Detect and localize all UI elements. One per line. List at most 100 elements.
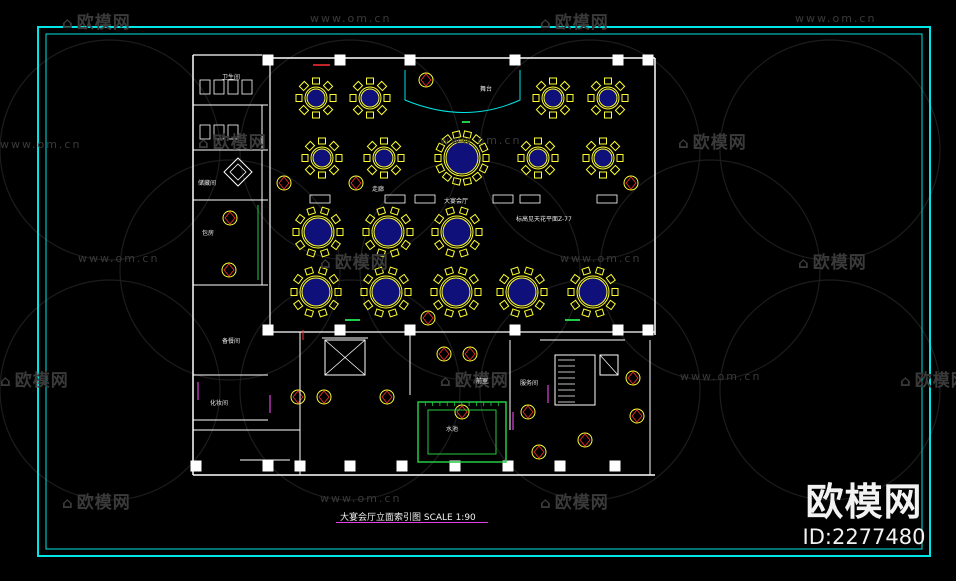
index-marker-arrow (438, 347, 450, 361)
chair (590, 80, 602, 92)
chair (298, 104, 310, 116)
chair (566, 94, 574, 102)
column (509, 324, 521, 336)
chair (469, 213, 480, 225)
chair (582, 154, 590, 162)
column (344, 460, 356, 472)
chair (330, 239, 341, 251)
index-marker-arrow (631, 409, 643, 423)
chair (292, 228, 300, 236)
index-marker (290, 389, 306, 405)
chair (441, 134, 453, 145)
table-edge (304, 86, 328, 110)
index-marker (222, 210, 238, 226)
index-marker-arrow (533, 445, 545, 459)
chair (390, 140, 402, 152)
chair (312, 111, 320, 119)
chair (444, 266, 455, 276)
chair (605, 273, 616, 285)
chair (335, 154, 343, 162)
index-marker (379, 389, 395, 405)
chair (559, 80, 571, 92)
table-edge (369, 275, 403, 309)
index-marker-arrow (522, 405, 534, 419)
chair (365, 213, 376, 225)
chair (366, 164, 378, 176)
pool-inner (427, 409, 497, 455)
chair (318, 137, 326, 145)
chair (366, 140, 378, 152)
chair (304, 164, 316, 176)
chair (594, 266, 605, 276)
chair (389, 206, 400, 216)
chair (540, 288, 548, 296)
chair (535, 80, 547, 92)
chair (604, 111, 612, 119)
chair (295, 213, 306, 225)
round-table (445, 141, 479, 175)
chair (434, 239, 445, 251)
chair (458, 248, 469, 258)
chair (293, 299, 304, 311)
chair (482, 154, 490, 162)
chair (336, 228, 344, 236)
chair (431, 228, 439, 236)
chair (581, 266, 592, 276)
chair (435, 142, 446, 153)
chair (520, 164, 532, 176)
chair (374, 308, 385, 318)
chair (433, 299, 444, 311)
index-marker (436, 346, 452, 362)
index-marker (520, 404, 536, 420)
chair (523, 266, 534, 276)
chair (383, 94, 391, 102)
column (449, 460, 461, 472)
chair (614, 80, 626, 92)
index-marker-arrow (422, 311, 434, 325)
chair (609, 164, 621, 176)
table-edge (505, 275, 539, 309)
column (262, 54, 274, 66)
chair (376, 248, 387, 258)
chair (590, 104, 602, 116)
chair (609, 140, 621, 152)
stair-outline (554, 354, 596, 406)
chair (570, 273, 581, 285)
index-marker-arrow (420, 73, 432, 87)
elevator-shaft (324, 339, 366, 376)
cabinet (414, 194, 436, 204)
table-edge (310, 146, 334, 170)
cabinet (596, 194, 618, 204)
index-marker-arrow (224, 211, 236, 225)
label-entry: 前室 (476, 378, 489, 385)
chair (430, 288, 438, 296)
index-marker (462, 346, 478, 362)
chair (319, 206, 330, 216)
chair (616, 154, 624, 162)
index-marker-arrow (292, 390, 304, 404)
chair (434, 154, 442, 162)
chair (318, 171, 326, 179)
round-table (360, 88, 380, 108)
chair (585, 140, 597, 152)
chair (376, 80, 388, 92)
index-marker (623, 175, 639, 191)
chair (380, 137, 388, 145)
chair (535, 104, 547, 116)
label-stage: 舞台 (480, 86, 493, 93)
chair (360, 288, 368, 296)
index-marker-arrow (579, 433, 591, 447)
chair (599, 137, 607, 145)
table-edge (358, 86, 382, 110)
chair (328, 273, 339, 285)
chair (614, 104, 626, 116)
chair (534, 299, 545, 311)
column (642, 54, 654, 66)
index-marker-arrow (350, 176, 362, 190)
index-marker-arrow (625, 176, 637, 190)
chair (352, 80, 364, 92)
watermark-circle (599, 159, 821, 381)
chair (451, 130, 462, 139)
chair (406, 228, 414, 236)
column (262, 324, 274, 336)
